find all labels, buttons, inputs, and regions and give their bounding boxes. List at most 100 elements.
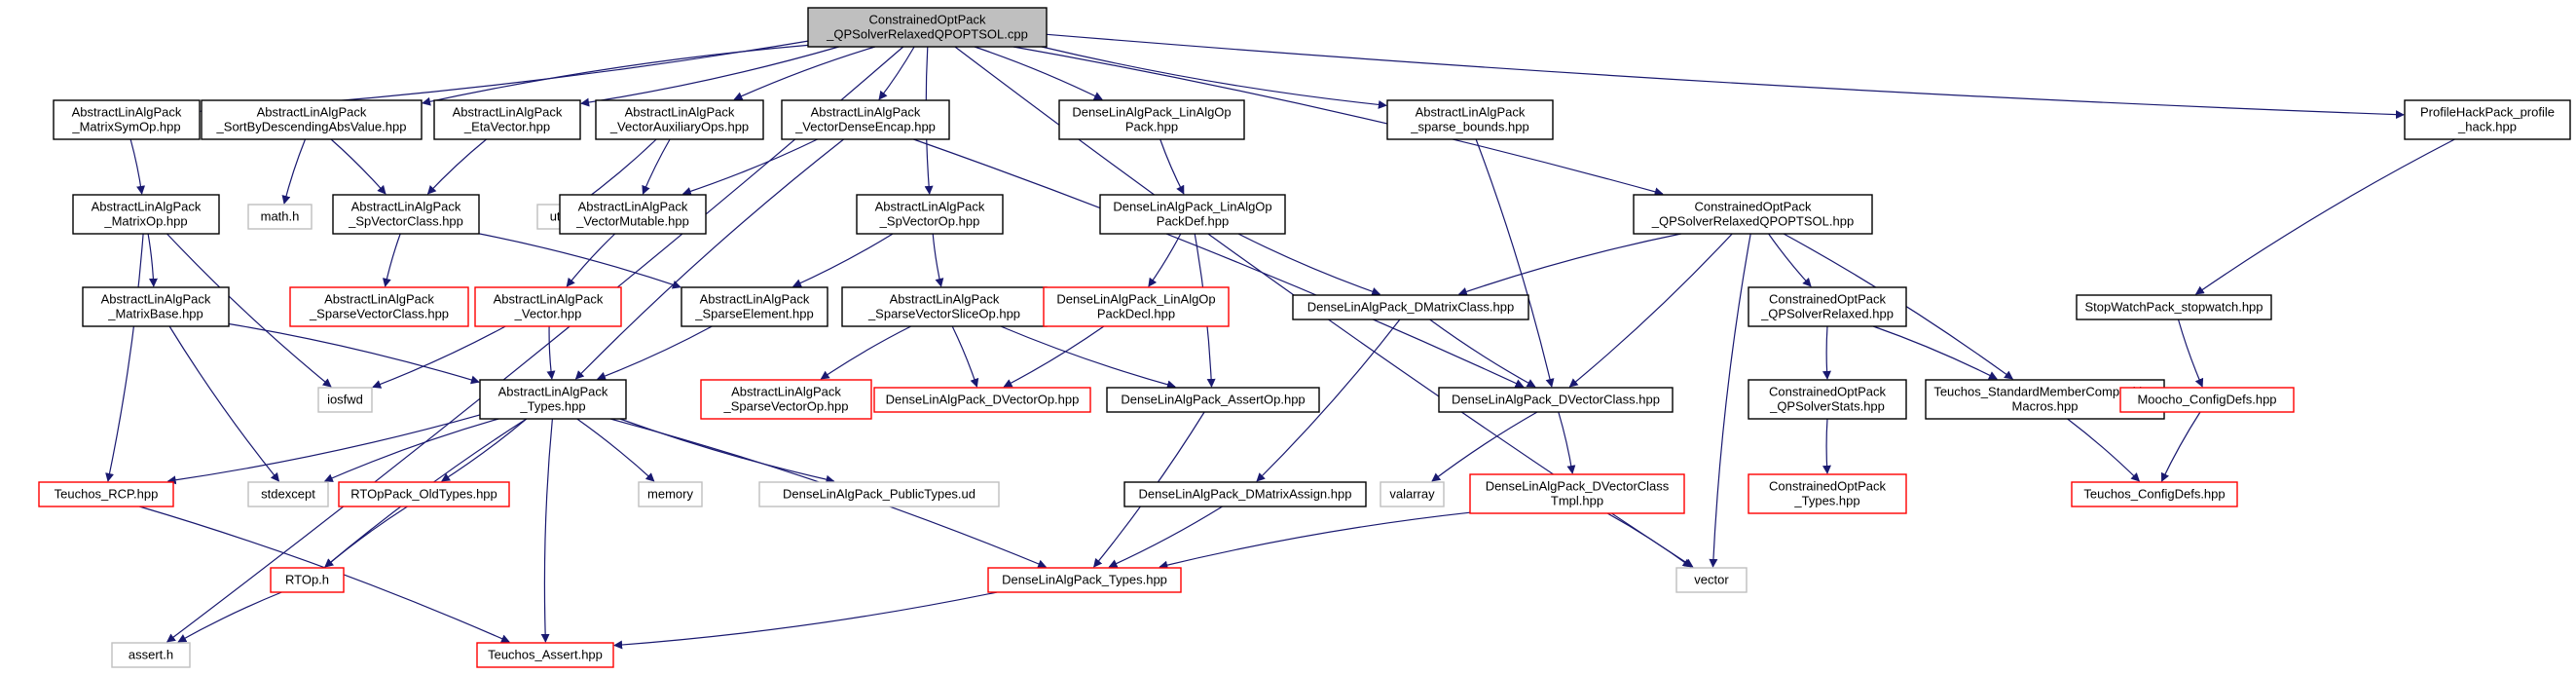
node-root[interactable]: ConstrainedOptPack_QPSolverRelaxedQPOPTS…: [807, 7, 1048, 48]
node-vector-box[interactable]: [1675, 567, 1748, 593]
node-denselinalgtypes[interactable]: DenseLinAlgPack_Types.hpp: [987, 567, 1182, 593]
edge-matrixsymop-to-matrixop: [129, 138, 146, 195]
node-iosfwd-box[interactable]: [317, 387, 373, 413]
node-sparsevectorop[interactable]: AbstractLinAlgPack_SparseVectorOp.hpp: [700, 379, 872, 420]
node-vectorauxops-box[interactable]: [595, 99, 764, 140]
node-mathh-box[interactable]: [247, 204, 313, 230]
node-sparsebounds[interactable]: AbstractLinAlgPack_sparse_bounds.hpp: [1386, 99, 1554, 140]
edge-denselinalgop-to-linalgoppackdef: [1159, 138, 1185, 195]
node-spvectorclass-box[interactable]: [332, 194, 480, 235]
node-matrixbase[interactable]: AbstractLinAlgPack_MatrixBase.hpp: [82, 286, 230, 327]
node-dvectorop-box[interactable]: [873, 387, 1091, 413]
node-memory[interactable]: memory: [638, 481, 703, 507]
node-dmatrixassign-box[interactable]: [1123, 481, 1367, 507]
node-stopwatch-box[interactable]: [2076, 294, 2272, 320]
node-teuchosconfigdefs-box[interactable]: [2071, 481, 2238, 507]
node-dvectorclass-box[interactable]: [1438, 387, 1674, 413]
node-stopwatch[interactable]: StopWatchPack_stopwatch.hpp: [2076, 294, 2272, 320]
node-qpsolverstats-box[interactable]: [1748, 379, 1907, 420]
node-vectordenseencap-box[interactable]: [781, 99, 950, 140]
node-vectorhpp[interactable]: AbstractLinAlgPack_Vector.hpp: [474, 286, 622, 327]
node-vectorhpp-box[interactable]: [474, 286, 622, 327]
node-teuchosconfigdefs[interactable]: Teuchos_ConfigDefs.hpp: [2071, 481, 2238, 507]
node-vector[interactable]: vector: [1675, 567, 1748, 593]
node-sortbydesc[interactable]: AbstractLinAlgPack_SortByDescendingAbsVa…: [201, 99, 423, 140]
node-teuchosassert-box[interactable]: [476, 642, 614, 668]
node-spvectorop-box[interactable]: [856, 194, 1004, 235]
node-qpsolverrelaxed[interactable]: ConstrainedOptPack_QPSolverRelaxed.hpp: [1748, 286, 1907, 327]
node-assertop-label-0: DenseLinAlgPack_AssertOp.hpp: [1121, 393, 1305, 407]
node-publictypes[interactable]: DenseLinAlgPack_PublicTypes.ud: [758, 481, 1000, 507]
node-linalgoppackdef-box[interactable]: [1099, 194, 1286, 235]
node-assertop[interactable]: DenseLinAlgPack_AssertOp.hpp: [1106, 387, 1320, 413]
node-memory-box[interactable]: [638, 481, 703, 507]
node-teuchosrcp-box[interactable]: [38, 481, 174, 507]
node-profilehack-box[interactable]: [2404, 99, 2571, 140]
node-denselinalgop-box[interactable]: [1058, 99, 1245, 140]
node-sparseelement[interactable]: AbstractLinAlgPack_SparseElement.hpp: [681, 286, 828, 327]
node-spvectorop[interactable]: AbstractLinAlgPack_SpVectorOp.hpp: [856, 194, 1004, 235]
node-vectormutable-box[interactable]: [559, 194, 707, 235]
node-stdexcept-box[interactable]: [247, 481, 329, 507]
node-valarray-box[interactable]: [1380, 481, 1445, 507]
node-qpsolverrelaxedqpoptsol[interactable]: ConstrainedOptPack_QPSolverRelaxedQPOPTS…: [1633, 194, 1873, 235]
node-valarray[interactable]: valarray: [1380, 481, 1445, 507]
node-dvectorclass[interactable]: DenseLinAlgPack_DVectorClass.hpp: [1438, 387, 1674, 413]
node-constrainedtypes-box[interactable]: [1748, 473, 1907, 514]
node-matrixop-box[interactable]: [72, 194, 220, 235]
node-qpsolverrelaxed-box[interactable]: [1748, 286, 1907, 327]
node-sparsebounds-box[interactable]: [1386, 99, 1554, 140]
node-mathh[interactable]: math.h: [247, 204, 313, 230]
node-root-box[interactable]: [807, 7, 1048, 48]
node-dmatrixclass-box[interactable]: [1292, 294, 1529, 320]
node-types[interactable]: AbstractLinAlgPack_Types.hpp: [479, 379, 627, 420]
node-vectormutable[interactable]: AbstractLinAlgPack_VectorMutable.hpp: [559, 194, 707, 235]
node-asserth-box[interactable]: [111, 642, 191, 668]
node-constrainedtypes[interactable]: ConstrainedOptPack_Types.hpp: [1748, 473, 1907, 514]
node-rtoph[interactable]: RTOp.h: [270, 567, 345, 593]
node-vectordenseencap[interactable]: AbstractLinAlgPack_VectorDenseEncap.hpp: [781, 99, 950, 140]
node-dvectorop[interactable]: DenseLinAlgPack_DVectorOp.hpp: [873, 387, 1091, 413]
node-moochoconfigdefs[interactable]: Moocho_ConfigDefs.hpp: [2119, 387, 2295, 413]
node-stdexcept[interactable]: stdexcept: [247, 481, 329, 507]
node-sortbydesc-box[interactable]: [201, 99, 423, 140]
node-rtoph-box[interactable]: [270, 567, 345, 593]
node-qpsolverstats[interactable]: ConstrainedOptPack_QPSolverStats.hpp: [1748, 379, 1907, 420]
node-sparsevectorop-box[interactable]: [700, 379, 872, 420]
node-qpsolverrelaxedqpoptsol-box[interactable]: [1633, 194, 1873, 235]
node-matrixsymop[interactable]: AbstractLinAlgPack_MatrixSymOp.hpp: [53, 99, 201, 140]
node-sparsevectorclass[interactable]: AbstractLinAlgPack_SparseVectorClass.hpp: [289, 286, 469, 327]
node-teuchosrcp[interactable]: Teuchos_RCP.hpp: [38, 481, 174, 507]
node-matrixop[interactable]: AbstractLinAlgPack_MatrixOp.hpp: [72, 194, 220, 235]
node-sparseelement-box[interactable]: [681, 286, 828, 327]
node-moochoconfigdefs-box[interactable]: [2119, 387, 2295, 413]
node-sparsevectorclass-box[interactable]: [289, 286, 469, 327]
node-vectorauxops-label-0: AbstractLinAlgPack: [625, 105, 735, 120]
node-etavector-box[interactable]: [433, 99, 581, 140]
node-rtopoldtypes-box[interactable]: [338, 481, 510, 507]
node-dmatrixclass[interactable]: DenseLinAlgPack_DMatrixClass.hpp: [1292, 294, 1529, 320]
node-dvectorclasstmpl-box[interactable]: [1469, 473, 1685, 514]
node-linalgoppackdecl-box[interactable]: [1043, 286, 1230, 327]
node-sparsevectorsliceop[interactable]: AbstractLinAlgPack_SparseVectorSliceOp.h…: [841, 286, 1048, 327]
node-spvectorclass[interactable]: AbstractLinAlgPack_SpVectorClass.hpp: [332, 194, 480, 235]
node-publictypes-box[interactable]: [758, 481, 1000, 507]
node-matrixsymop-box[interactable]: [53, 99, 201, 140]
node-etavector[interactable]: AbstractLinAlgPack_EtaVector.hpp: [433, 99, 581, 140]
node-sparsevectorsliceop-box[interactable]: [841, 286, 1048, 327]
node-vectorauxops[interactable]: AbstractLinAlgPack_VectorAuxiliaryOps.hp…: [595, 99, 764, 140]
node-rtopoldtypes[interactable]: RTOpPack_OldTypes.hpp: [338, 481, 510, 507]
node-matrixbase-box[interactable]: [82, 286, 230, 327]
node-asserth[interactable]: assert.h: [111, 642, 191, 668]
node-profilehack[interactable]: ProfileHackPack_profile_hack.hpp: [2404, 99, 2571, 140]
node-types-box[interactable]: [479, 379, 627, 420]
node-teuchosassert[interactable]: Teuchos_Assert.hpp: [476, 642, 614, 668]
node-denselinalgtypes-box[interactable]: [987, 567, 1182, 593]
node-assertop-box[interactable]: [1106, 387, 1320, 413]
node-dmatrixassign[interactable]: DenseLinAlgPack_DMatrixAssign.hpp: [1123, 481, 1367, 507]
node-iosfwd[interactable]: iosfwd: [317, 387, 373, 413]
